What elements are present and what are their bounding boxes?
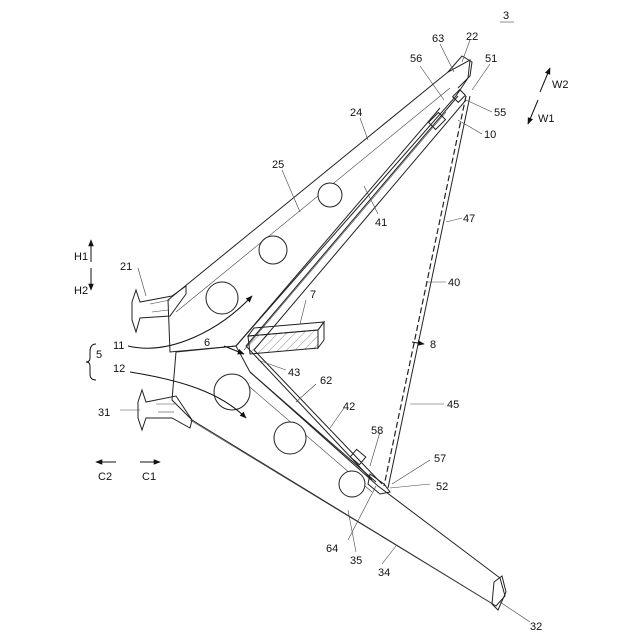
label-5: 5	[96, 349, 102, 361]
label-52: 52	[436, 481, 448, 493]
label-6: 6	[204, 337, 210, 349]
dashed-connector	[384, 96, 470, 488]
label-35: 35	[350, 555, 362, 567]
label-31: 31	[98, 407, 110, 419]
label-45: 45	[447, 399, 459, 411]
label-c1: C1	[142, 471, 156, 483]
figure-number: 3	[503, 10, 509, 22]
label-42: 42	[343, 401, 355, 413]
label-h2: H2	[74, 285, 88, 297]
hatched-block	[248, 322, 324, 354]
label-24: 24	[350, 107, 362, 119]
label-47: 47	[463, 213, 475, 225]
label-40: 40	[448, 277, 460, 289]
labels: 3 22 63 51 56 55 10 24 25 41 47 40 21 7 …	[74, 10, 569, 633]
label-32: 32	[530, 621, 542, 633]
label-25: 25	[272, 159, 284, 171]
label-w1: W1	[538, 113, 555, 125]
label-21: 21	[120, 261, 132, 273]
label-56: 56	[410, 53, 422, 65]
label-11: 11	[113, 340, 124, 352]
label-41: 41	[375, 217, 387, 229]
label-57: 57	[434, 453, 446, 465]
label-22: 22	[466, 31, 478, 43]
label-63: 63	[432, 33, 444, 45]
label-34: 34	[378, 567, 390, 579]
label-43: 43	[288, 367, 300, 379]
label-62: 62	[320, 375, 332, 387]
label-64: 64	[326, 543, 338, 555]
direction-arrows	[86, 68, 550, 462]
label-58: 58	[371, 425, 383, 437]
label-10: 10	[484, 129, 496, 141]
leader-lines	[120, 40, 530, 622]
label-w2: W2	[552, 79, 569, 91]
bracket-31	[138, 390, 192, 430]
label-h1: H1	[74, 251, 88, 263]
label-12: 12	[113, 363, 125, 375]
bracket-21	[132, 286, 186, 332]
label-51: 51	[485, 53, 497, 65]
label-7: 7	[310, 289, 316, 301]
label-c2: C2	[98, 471, 112, 483]
label-8: 8	[430, 339, 436, 351]
label-55: 55	[494, 107, 506, 119]
